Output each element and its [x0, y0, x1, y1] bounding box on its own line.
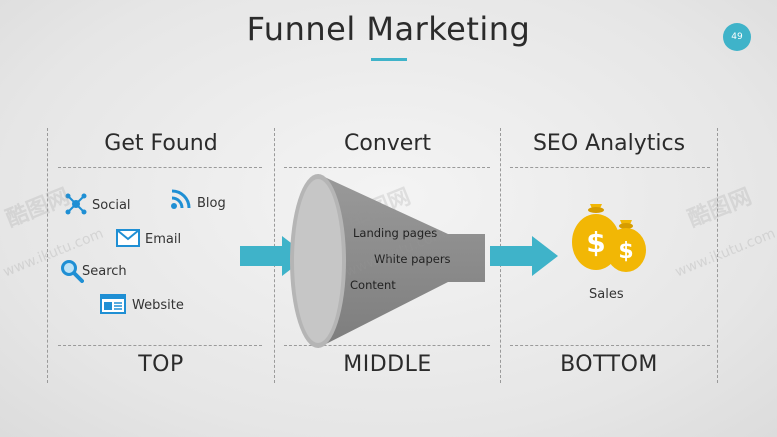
item-sales: Sales: [589, 287, 624, 302]
item-content: Content: [350, 278, 396, 292]
header-rule-1: [58, 167, 262, 168]
funnel-graphic: [290, 174, 485, 348]
item-landing-pages: Landing pages: [353, 226, 438, 240]
heading-seo-analytics: SEO Analytics: [532, 131, 686, 156]
page-number-badge: 49: [723, 23, 751, 51]
header-rule-2: [284, 167, 490, 168]
item-website: Website: [132, 298, 184, 313]
social-network-icon: [65, 193, 87, 215]
watermark-brand-right: 酷图网: [684, 184, 756, 233]
item-email: Email: [145, 232, 182, 247]
footer-bottom: BOTTOM: [560, 352, 658, 377]
website-browser-icon: [100, 294, 126, 314]
footer-rule-3: [510, 345, 710, 346]
item-social: Social: [92, 198, 131, 213]
footer-rule-1: [58, 345, 262, 346]
footer-middle: MIDDLE: [343, 352, 432, 377]
page-title: Funnel Marketing: [246, 10, 531, 48]
footer-top: TOP: [138, 352, 184, 377]
money-bags-icon: $ $: [572, 204, 646, 272]
heading-convert: Convert: [344, 131, 431, 156]
header-rule-3: [510, 167, 710, 168]
svg-text:$: $: [618, 239, 633, 264]
watermark-url-right: www.ikutu.com: [672, 225, 777, 281]
search-magnifier-icon: [61, 260, 84, 283]
heading-get-found: Get Found: [104, 131, 218, 156]
rss-blog-icon: [171, 189, 191, 209]
svg-text:$: $: [586, 226, 605, 259]
divider-left: [47, 128, 48, 383]
item-blog: Blog: [197, 196, 226, 211]
item-white-papers: White papers: [374, 252, 451, 266]
watermark-brand-left: 酷图网: [2, 184, 74, 233]
divider-right: [717, 128, 718, 383]
email-envelope-icon: [116, 229, 140, 247]
flow-arrow-right-icon: [490, 236, 558, 276]
item-search: Search: [82, 264, 127, 279]
footer-rule-2: [284, 345, 490, 346]
title-underline: [371, 58, 407, 61]
